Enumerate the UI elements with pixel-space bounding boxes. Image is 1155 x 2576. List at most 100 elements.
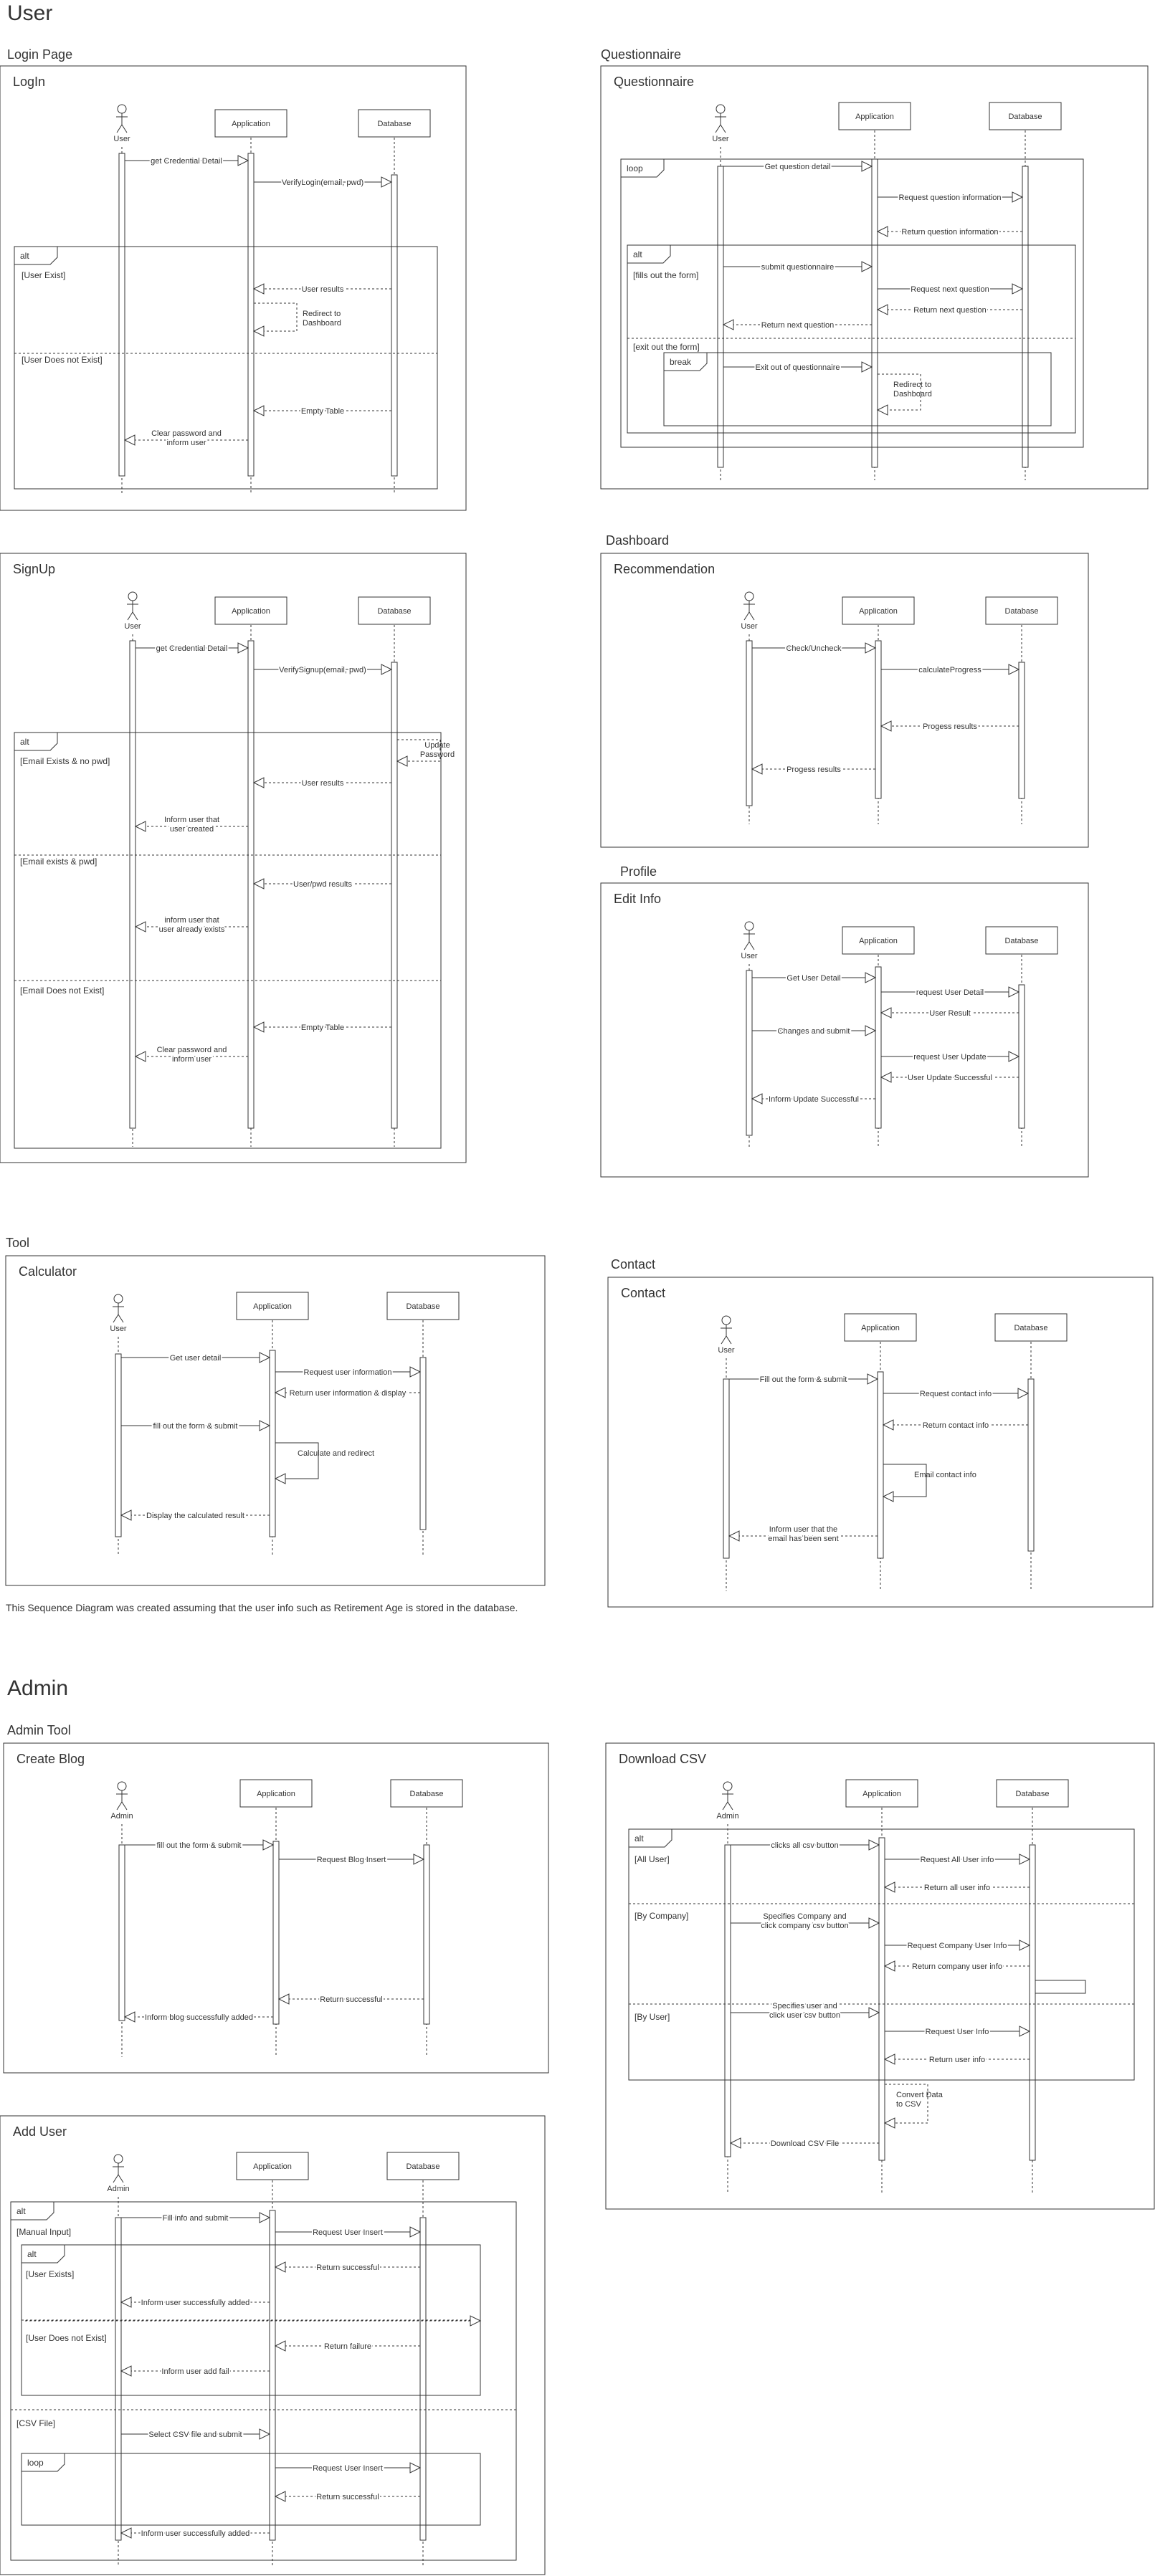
blog-msg-fill-form-label: fill out the form & submit bbox=[157, 1841, 242, 1850]
blog-admin-actor-label: Admin bbox=[110, 1812, 133, 1821]
edit-db-activation bbox=[1018, 984, 1025, 1129]
contact-user-actor bbox=[721, 1315, 732, 1345]
add-msg-inform-added-csv-label: Inform user successfully added bbox=[141, 2529, 250, 2538]
csv-msg-all-click-label: clicks all csv button bbox=[771, 1841, 838, 1850]
profile-heading: Profile bbox=[620, 864, 657, 879]
csv-admin-actor-label: Admin bbox=[716, 1812, 738, 1821]
calc-db-participant bbox=[386, 1292, 460, 1320]
add-admin-activation bbox=[115, 2217, 122, 2541]
login-section bbox=[0, 65, 467, 511]
edit-msg-changes-arrowhead bbox=[865, 1025, 877, 1036]
calc-msg-return-info-label: Return user information & display bbox=[290, 1389, 407, 1398]
calc-msg-display-arrowhead bbox=[120, 1509, 132, 1521]
admin-tool-heading: Admin Tool bbox=[7, 1723, 71, 1737]
csv-msg-all-click-arrowhead bbox=[868, 1839, 880, 1851]
csv-admin-actor-head bbox=[723, 1781, 733, 1791]
signup-db-participant bbox=[358, 596, 431, 625]
contact-msg-email-label: Email contact info bbox=[914, 1471, 976, 1479]
add-guard-not-exist: [User Does not Exist] bbox=[26, 2333, 107, 2343]
edit-db-participant bbox=[985, 926, 1058, 955]
add-admin-actor-leg-r bbox=[118, 2174, 124, 2183]
recommendation-section-title: Recommendation bbox=[614, 562, 715, 576]
createblog-section bbox=[3, 1742, 549, 2074]
csv-msg-request-company-label: Request Company User Info bbox=[908, 1942, 1007, 1950]
calc-db-participant-label: Database bbox=[406, 1302, 439, 1311]
blog-admin-activation bbox=[118, 1844, 125, 2021]
csv-admin-actor-leg-r bbox=[727, 1801, 733, 1811]
q-msg-return-question-arrowhead bbox=[876, 226, 888, 237]
recommendation-section bbox=[600, 553, 1089, 848]
csv-alt-fragment-keyword: alt bbox=[634, 1833, 644, 1843]
csv-app-participant-label: Application bbox=[862, 1790, 901, 1798]
signup-msg-verify-arrowhead bbox=[381, 664, 393, 675]
login-msg-get-credential-arrowhead bbox=[237, 155, 249, 166]
add-msg-fill-info-label: Fill info and submit bbox=[163, 2214, 229, 2223]
q-msg-get-question-arrowhead bbox=[861, 161, 873, 172]
blog-db-participant bbox=[390, 1779, 463, 1808]
add-app-participant-label: Application bbox=[253, 2162, 292, 2171]
blog-msg-inform-arrowhead bbox=[123, 2011, 136, 2023]
login-msg-empty-table-arrowhead bbox=[252, 405, 265, 416]
contact-app-activation bbox=[877, 1371, 884, 1559]
csv-db-participant-label: Database bbox=[1015, 1790, 1049, 1798]
downloadcsv-section-title: Download CSV bbox=[619, 1752, 706, 1766]
csv-alt-fragment-tab bbox=[629, 1829, 672, 1848]
csv-app-activation bbox=[878, 1837, 885, 2161]
q-msg-request-next-arrowhead bbox=[1012, 283, 1024, 295]
contact-user-actor-label: User bbox=[718, 1346, 735, 1355]
add-admin-actor bbox=[113, 2154, 124, 2183]
calc-msg-fill-form-arrowhead bbox=[259, 1420, 271, 1431]
contact-msg-request-info-label: Request contact info bbox=[920, 1390, 992, 1398]
rec-msg-check-label: Check/Uncheck bbox=[786, 644, 842, 653]
questionnaire-section bbox=[600, 65, 1149, 490]
editinfo-section-title: Edit Info bbox=[614, 892, 661, 906]
signup-user-actor-leg-r bbox=[132, 611, 138, 621]
contact-msg-request-info-arrowhead bbox=[1017, 1388, 1030, 1399]
q-msg-submit-label: submit questionnaire bbox=[761, 263, 835, 272]
signup-user-actor-label: User bbox=[124, 622, 141, 631]
contact-user-actor-head bbox=[721, 1315, 731, 1325]
blog-admin-actor bbox=[116, 1781, 128, 1811]
csv-admin-actor-leg-l bbox=[722, 1801, 728, 1811]
add-guard-csv: [CSV File] bbox=[16, 2418, 55, 2428]
calc-msg-display-label: Display the calculated result bbox=[146, 1512, 244, 1520]
csv-msg-return-all-label: Return all user info bbox=[924, 1884, 990, 1892]
rec-app-participant bbox=[842, 596, 915, 625]
edit-msg-user-result-label: User Result bbox=[929, 1009, 970, 1018]
add-guard-manual: [Manual Input] bbox=[16, 2227, 71, 2237]
signup-msg-get-credential-label: get Credential Detail bbox=[156, 644, 228, 653]
add-app-activation bbox=[269, 2210, 276, 2541]
edit-user-actor bbox=[743, 921, 755, 950]
login-user-actor-head bbox=[117, 104, 127, 114]
add-loop-fragment-keyword: loop bbox=[27, 2458, 44, 2468]
contact-app-participant bbox=[844, 1313, 917, 1342]
rec-app-participant-label: Application bbox=[859, 607, 898, 616]
login-user-actor-leg-l bbox=[116, 124, 123, 133]
contact-msg-fill-form-arrowhead bbox=[867, 1373, 879, 1385]
login-user-actor-leg-r bbox=[121, 124, 128, 133]
add-msg-inform-added-arrowhead bbox=[120, 2296, 132, 2308]
csv-msg-convert bbox=[885, 2084, 928, 2124]
calc-msg-calculate-label: Calculate and redirect bbox=[298, 1449, 374, 1458]
calc-user-actor-head bbox=[113, 1294, 123, 1304]
q-break-fragment bbox=[663, 352, 1052, 426]
rec-msg-results-db-arrowhead bbox=[880, 720, 892, 732]
csv-alt-fragment bbox=[628, 1828, 1135, 2081]
calc-app-participant bbox=[236, 1292, 309, 1320]
csv-msg-return-user-label: Return user info bbox=[929, 2056, 985, 2064]
csv-msg-return-company-arrowhead bbox=[883, 1960, 895, 1972]
edit-msg-request-detail-arrowhead bbox=[1008, 986, 1020, 998]
rec-db-participant-label: Database bbox=[1004, 607, 1038, 616]
edit-user-actor-leg-l bbox=[743, 941, 750, 950]
add-inner-alt-fragment-keyword: alt bbox=[27, 2249, 37, 2259]
rec-app-activation bbox=[875, 640, 882, 799]
login-guard-not-exist: [User Does not Exist] bbox=[22, 355, 103, 365]
questionnaire-section-title: Questionnaire bbox=[614, 75, 694, 89]
login-app-participant-label: Application bbox=[232, 120, 270, 128]
q-user-actor-label: User bbox=[712, 135, 729, 143]
login-user-actor-label: User bbox=[113, 135, 130, 143]
user-heading: User bbox=[7, 1, 52, 25]
